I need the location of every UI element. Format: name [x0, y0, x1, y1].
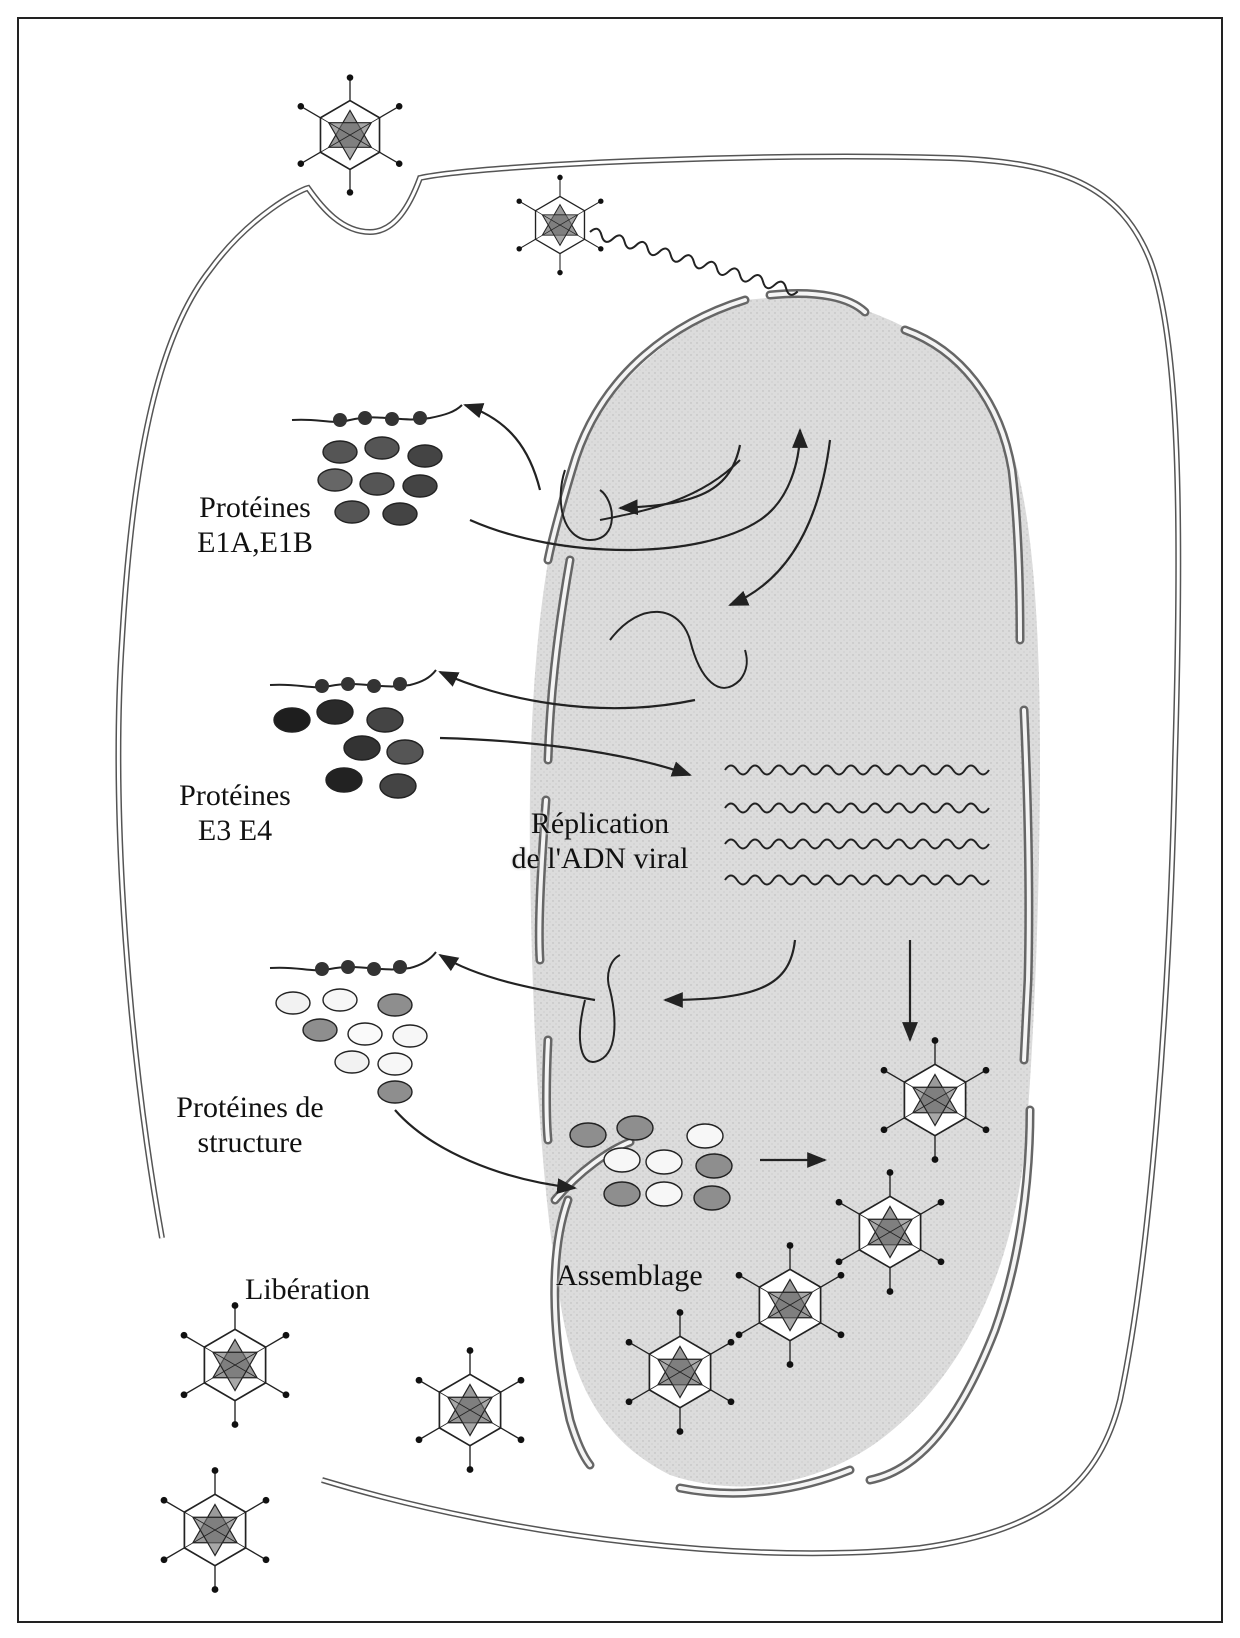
- virus-entering-endocytosis: [298, 74, 403, 195]
- label-assemblage: Assemblage: [556, 1258, 703, 1293]
- label-proteines-de-structure: Protéines de structure: [150, 1090, 350, 1160]
- mrna-ribosomes-e1: [292, 405, 462, 427]
- label-structure-line2: structure: [150, 1125, 350, 1160]
- label-proteines-e3-e4: Protéines E3 E4: [160, 778, 310, 848]
- virion-released-1: [181, 1302, 290, 1428]
- label-e1-line2: E1A,E1B: [170, 525, 340, 560]
- label-e1-line1: Protéines: [170, 490, 340, 525]
- label-e3e4-line2: E3 E4: [160, 813, 310, 848]
- label-replication-line1: Réplication: [500, 806, 700, 841]
- mrna-ribosomes-structure: [270, 952, 436, 976]
- mrna-ribosomes-e3e4: [270, 670, 436, 693]
- label-proteines-e1a-e1b: Protéines E1A,E1B: [170, 490, 340, 560]
- label-liberation: Libération: [245, 1272, 370, 1307]
- protein-cluster-structure: [276, 989, 427, 1103]
- label-e3e4-line1: Protéines: [160, 778, 310, 813]
- label-replication-line2: de l'ADN viral: [500, 841, 700, 876]
- label-structure-line1: Protéines de: [150, 1090, 350, 1125]
- label-replication-adn-viral: Réplication de l'ADN viral: [500, 806, 700, 876]
- virus-injecting-dna: [516, 175, 799, 297]
- virion-released-2: [416, 1347, 525, 1473]
- virion-released-3: [161, 1467, 270, 1593]
